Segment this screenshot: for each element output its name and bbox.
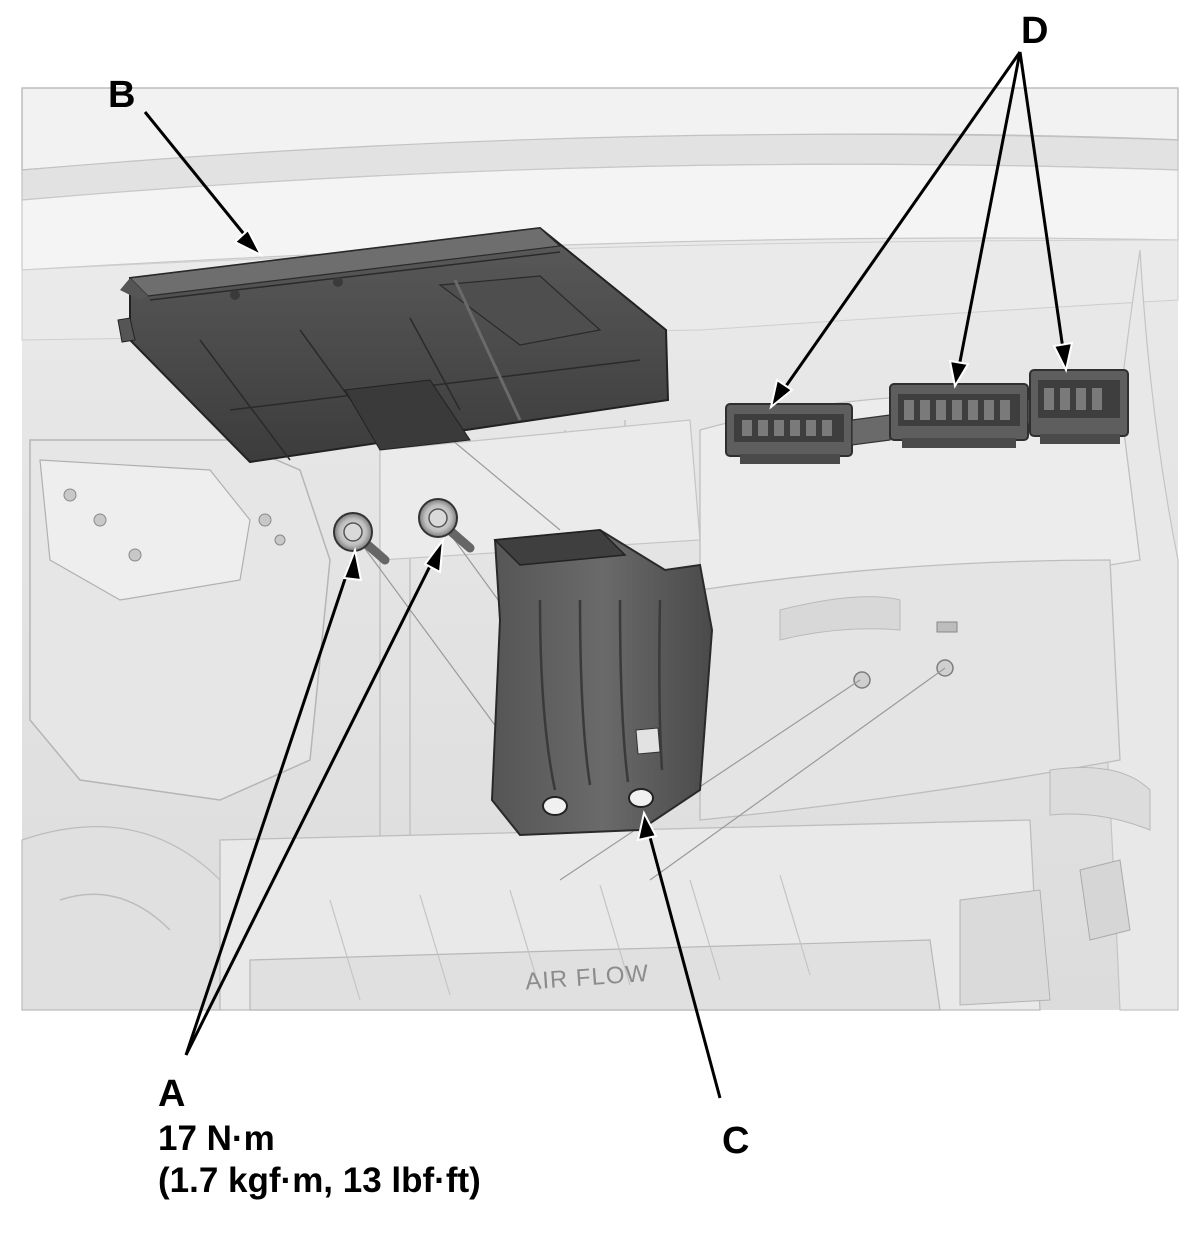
bolts-group — [333, 498, 475, 565]
connector-2 — [889, 383, 1029, 448]
bracket-bolt-hole-2 — [628, 788, 654, 808]
bracket-hole-4 — [258, 513, 272, 527]
callout-label-c: C — [722, 1120, 750, 1162]
duct-ribs — [329, 874, 811, 1001]
arrow-c — [645, 825, 722, 1099]
torque-spec-metric: 17 N·m — [158, 1119, 275, 1158]
bolt-2 — [418, 498, 475, 553]
bracket-top-flange — [493, 529, 627, 566]
bracket-ribs — [538, 599, 664, 791]
callout-label-d: D — [1021, 10, 1049, 52]
arrowhead-d-2 — [948, 359, 970, 389]
housing-slot — [779, 596, 901, 641]
callout-label-a: A — [158, 1073, 186, 1115]
callout-arrows — [143, 51, 1066, 1099]
bracket-hole-5 — [274, 534, 286, 546]
bracket-bolt-hole-1 — [542, 796, 568, 816]
housing-hole-1 — [853, 671, 871, 689]
arrowhead-a-2 — [423, 536, 445, 574]
torque-spec: 17 N·m (1.7 kgf·m, 13 lbf·ft) — [158, 1118, 481, 1202]
bracket-hole-2 — [93, 513, 107, 527]
bracket-body — [490, 528, 714, 837]
connector-harness-1 — [851, 414, 891, 446]
duct-clip — [959, 889, 1051, 1006]
module-mount-tab — [344, 379, 471, 451]
torque-spec-conversions: (1.7 kgf·m, 13 lbf·ft) — [158, 1161, 481, 1200]
arrowhead-d-1 — [769, 378, 794, 410]
bracket-hole-3 — [128, 548, 142, 562]
left-bracket-plate — [39, 459, 251, 601]
connector-3 — [1029, 369, 1129, 444]
side-clip — [1079, 859, 1131, 941]
callout-label-b: B — [108, 74, 136, 116]
filter-cover — [249, 939, 941, 1011]
arrow-a-2 — [184, 551, 439, 1056]
arrowhead-c — [636, 810, 658, 842]
arrowhead-b — [233, 228, 264, 258]
arrow-d-2 — [956, 51, 1022, 373]
mounting-bracket — [490, 528, 714, 837]
connectors-group — [725, 369, 1129, 464]
connector-1 — [725, 403, 853, 464]
control-module — [117, 226, 670, 464]
arrow-a-1 — [184, 563, 352, 1056]
bolt-1 — [333, 512, 390, 565]
housing-tab — [936, 621, 958, 633]
arrowhead-d-3 — [1052, 341, 1074, 373]
arrow-d-3 — [1018, 51, 1066, 357]
arrow-heads — [233, 228, 1074, 842]
arrow-d-1 — [777, 51, 1022, 397]
bracket-hole-1 — [63, 488, 77, 502]
arrowhead-a-1 — [342, 546, 363, 582]
bracket-cutout — [635, 727, 661, 755]
side-bracket — [1049, 767, 1151, 831]
arrow-b — [143, 111, 254, 245]
